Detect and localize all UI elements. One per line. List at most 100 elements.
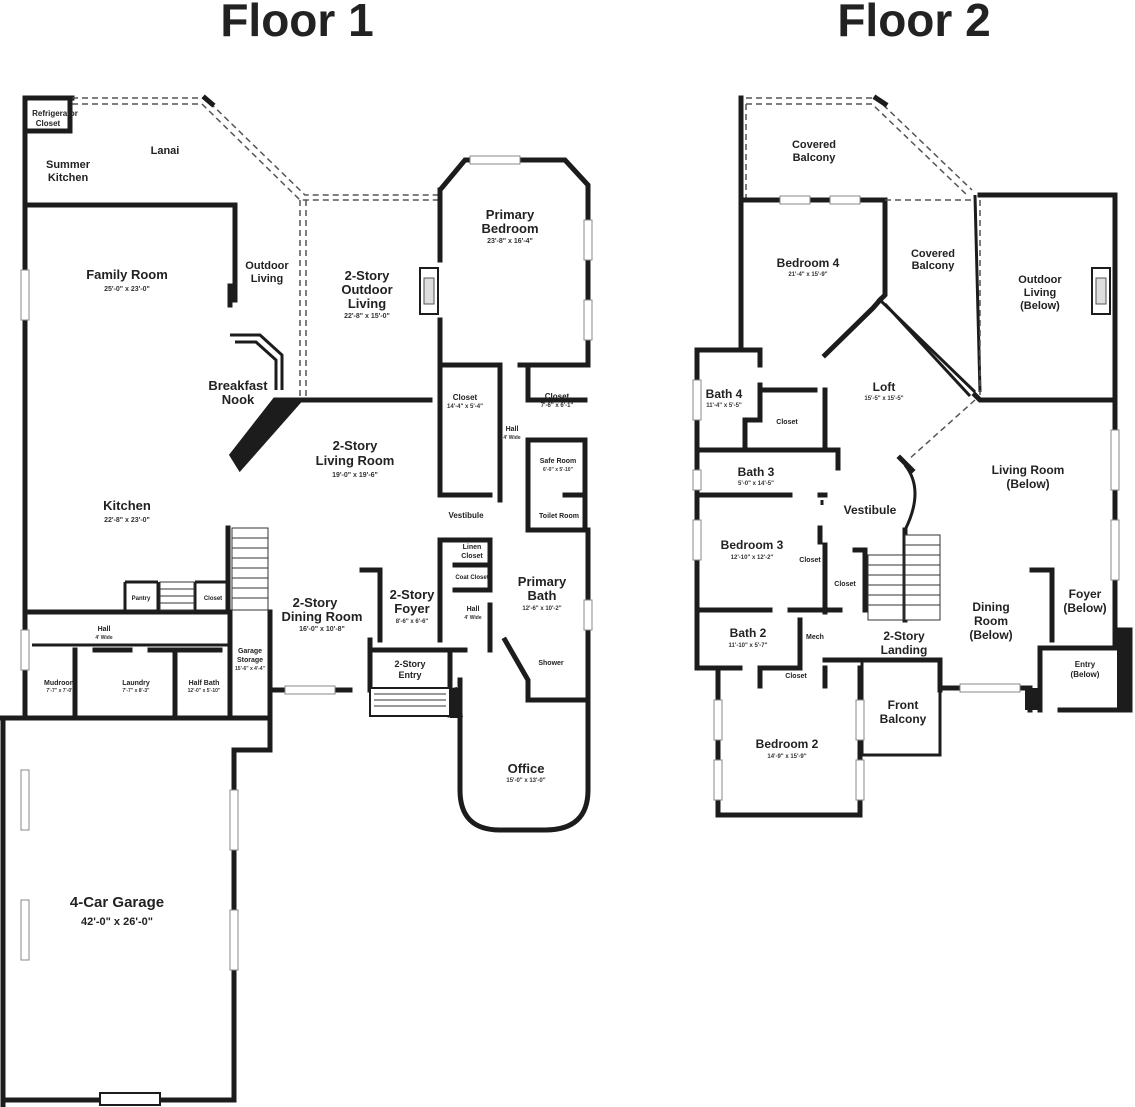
floor1-labels: Refrigerator Closet Lanai Summer Kitchen… [32, 109, 579, 928]
label-bedroom3: Bedroom 3 [721, 538, 784, 552]
dim-hall-mud: 4' Wide [95, 635, 112, 641]
label-mech: Mech [806, 634, 824, 641]
label-laundry: Laundry [122, 680, 150, 687]
label-dining-below-3: (Below) [969, 628, 1012, 642]
dim-hall-foyer: 4' Wide [464, 615, 481, 621]
label-foyer-below-2: (Below) [1063, 601, 1106, 615]
dim-half-bath: 12'-0" x 5'-10" [188, 688, 221, 694]
dim-2story-foyer: 8'-6" x 6'-6" [396, 619, 429, 625]
dim-closet-b: 7'-6" x 6'-1" [541, 403, 574, 409]
floor2-labels: Covered Balcony Covered Balcony Outdoor … [706, 139, 1107, 760]
label-mudroom: Mudroom [44, 680, 76, 687]
label-covered-balcony-b-2: Balcony [912, 260, 956, 272]
label-garage-storage-2: Storage [237, 657, 263, 664]
label-nook: Nook [222, 392, 255, 407]
label-lanai: Lanai [151, 145, 180, 157]
label-living-below-1: Living Room [992, 463, 1065, 477]
label-garage-storage-1: Garage [238, 648, 262, 655]
label-outdoor-living: Living [251, 273, 283, 285]
floor1-stairs [159, 527, 446, 707]
label-outdoor-below-1: Outdoor [1018, 274, 1062, 286]
label-closet-b: Closet [545, 392, 570, 401]
dim-garage-storage: 15'-6" x 4'-4" [235, 666, 266, 672]
label-loft: Loft [873, 380, 896, 394]
label-primary-bedroom-2: Bedroom [481, 221, 538, 236]
dim-kitchen: 22'-8" x 23'-0" [104, 517, 150, 524]
label-2story-outdoor-3: Living [348, 296, 386, 311]
label-2story-dining-1: 2-Story [293, 595, 339, 610]
floor1-windows [20, 155, 593, 971]
label-vestibule-f1: Vestibule [448, 511, 484, 520]
label-covered-balcony-a-1: Covered [792, 139, 836, 151]
label-2story-foyer-1: 2-Story [390, 587, 436, 602]
label-bedroom2: Bedroom 2 [756, 737, 819, 751]
label-outdoor-below-3: (Below) [1020, 300, 1060, 312]
label-hall-primary: Hall [506, 426, 519, 433]
label-covered-balcony-a-2: Balcony [793, 152, 837, 164]
label-2story-entry-1: 2-Story [394, 659, 425, 669]
label-outdoor-below-2: Living [1024, 287, 1056, 299]
label-closet-b3a: Closet [799, 557, 821, 564]
label-primary-bath-1: Primary [518, 574, 567, 589]
dim-2story-outdoor: 22'-8" x 15'-0" [344, 313, 390, 320]
label-kitchen: Kitchen [103, 498, 151, 513]
label-summer-kitchen: Kitchen [48, 172, 89, 184]
dim-laundry: 7'-7" x 8'-3" [122, 688, 150, 694]
dim-bath2: 11'-10" x 5'-7" [729, 643, 768, 649]
dim-2story-living: 19'-0" x 19'-6" [332, 472, 378, 479]
label-breakfast: Breakfast [208, 378, 268, 393]
label-closet-b2: Closet [785, 673, 807, 680]
floor2-stairs [867, 534, 941, 621]
label-bath3: Bath 3 [738, 465, 775, 479]
label-2story-outdoor-1: 2-Story [345, 268, 391, 283]
label-shower: Shower [538, 660, 564, 667]
label-2story-dining-2: Dining Room [282, 609, 363, 624]
label-front-balcony-1: Front [888, 698, 919, 712]
label-primary-bath-2: Bath [528, 588, 557, 603]
dim-family-room: 25'-0" x 23'-0" [104, 286, 150, 293]
label-front-balcony-2: Balcony [880, 712, 927, 726]
label-bath4: Bath 4 [706, 387, 743, 401]
dim-bath3: 5'-0" x 14'-5" [738, 481, 774, 487]
label-2story-living-2: Living Room [316, 453, 395, 468]
label-refrigerator-closet: Closet [36, 119, 61, 128]
label-entry-below-2: (Below) [1071, 670, 1100, 679]
label-closet-b3b: Closet [834, 581, 856, 588]
label-2story-living-1: 2-Story [333, 438, 379, 453]
label-refrigerator: Refrigerator [32, 109, 78, 118]
label-2story-entry-2: Entry [398, 670, 421, 680]
dim-primary-bedroom: 23'-8" x 16'-4" [487, 238, 533, 245]
label-2story-foyer-2: Foyer [394, 601, 429, 616]
dim-garage: 42'-0" x 26'-0" [81, 916, 153, 928]
label-hall-mud: Hall [98, 626, 111, 633]
label-half-bath: Half Bath [189, 680, 220, 687]
label-closet-c: Closet [204, 596, 222, 602]
label-covered-balcony-b-1: Covered [911, 248, 955, 260]
label-closet-b4: Closet [776, 419, 798, 426]
label-outdoor: Outdoor [245, 260, 289, 272]
label-foyer-below-1: Foyer [1069, 587, 1102, 601]
dim-bedroom3: 12'-10" x 12'-2" [731, 555, 774, 561]
dim-bath4: 11'-4" x 5'-5" [706, 403, 742, 409]
label-landing-1: 2-Story [883, 629, 925, 643]
dim-safe-room: 6'-0" x 5'-10" [543, 467, 574, 473]
label-family-room: Family Room [86, 267, 168, 282]
dim-2story-dining: 16'-0" x 10'-8" [299, 626, 345, 633]
label-bedroom4: Bedroom 4 [777, 256, 840, 270]
label-bath2: Bath 2 [730, 626, 767, 640]
dim-bedroom4: 21'-4" x 15'-9" [788, 272, 827, 278]
label-safe-room: Safe Room [540, 458, 577, 465]
dim-closet-a: 14'-4" x 5'-4" [447, 404, 483, 410]
label-entry-below-1: Entry [1075, 660, 1096, 669]
label-summer: Summer [46, 159, 91, 171]
label-closet-a: Closet [453, 393, 478, 402]
dim-mudroom: 7'-7" x 7'-0" [46, 688, 74, 694]
label-toilet-room: Toilet Room [539, 513, 579, 520]
dim-hall-primary: 4' Wide [503, 435, 520, 441]
label-office: Office [508, 761, 545, 776]
label-linen-closet: Closet [461, 553, 483, 560]
dim-bedroom2: 14'-9" x 15'-9" [767, 754, 806, 760]
label-dining-below-1: Dining [972, 600, 1009, 614]
floor2-title: Floor 2 [837, 0, 990, 46]
